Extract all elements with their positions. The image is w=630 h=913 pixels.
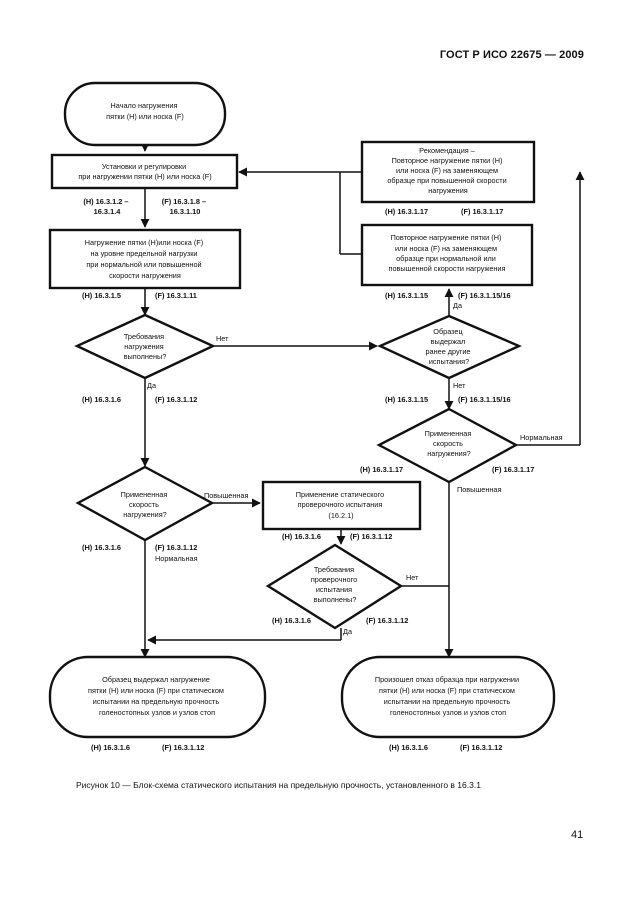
proof-req-ref-f: (F) 16.3.1.12 (366, 616, 408, 625)
fail-terminator (340, 655, 556, 739)
proof-req-decision (265, 543, 404, 630)
withstood-ref-f: (F) 16.3.1.15/16 (458, 395, 511, 404)
speed2-normal-label: Нормальная (520, 433, 563, 442)
speed1-increased-label: Повышенная (204, 491, 248, 500)
recommend-box (360, 140, 536, 204)
figure-caption: Рисунок 10 — Блок-схема статического исп… (76, 780, 481, 790)
req-met-text: Требования нагружения выполнены? (124, 332, 167, 361)
req-ref-h: (H) 16.3.1.6 (82, 395, 121, 404)
speed2-ref-h: (H) 16.3.1.17 (360, 465, 403, 474)
withstood-decision (377, 314, 522, 380)
repeat-box (360, 223, 534, 287)
repeat-ref-f: (F) 16.3.1.15/16 (458, 291, 511, 300)
recommend-text: Рекомендация – Повторное нагружение пятк… (387, 146, 508, 195)
start-terminator (63, 81, 227, 147)
proof-box (261, 480, 422, 531)
proof-req-no-label: Нет (406, 573, 419, 582)
proof-ref-f: (F) 16.3.1.12 (350, 532, 392, 541)
speed2-ref-f: (F) 16.3.1.17 (492, 465, 534, 474)
req-ref-f: (F) 16.3.1.12 (155, 395, 197, 404)
speed1-text: Примененная скорость нагружения? (121, 490, 170, 519)
speed1-ref-f: (F) 16.3.1.12 (155, 543, 197, 552)
start-text: Начало нагружения пятки (H) или носка (F… (106, 101, 184, 121)
pass-text: Образец выдержал нагружение пятки (H) ил… (88, 675, 226, 717)
speed2-text: Примененная скорость нагружения? (425, 429, 474, 458)
withstood-no-label: Нет (453, 381, 466, 390)
speed1-normal-label: Нормальная (155, 554, 198, 563)
pass-ref-h: (H) 16.3.1.6 (91, 743, 130, 752)
load-box (48, 228, 242, 290)
page-number: 41 (571, 829, 584, 841)
req-met-decision (74, 313, 216, 380)
repeat-text: Повторное нагружение пятки (H) или носка… (389, 233, 506, 273)
withstood-yes-label: Да (453, 301, 463, 310)
speed1-decision (75, 465, 215, 542)
proof-req-yes-label: Да (343, 627, 353, 636)
withstood-ref-h: (H) 16.3.1.15 (385, 395, 428, 404)
setup-ref-f: (F) 16.3.1.8 – 16.3.1.10 (162, 197, 208, 216)
recommend-ref-h: (H) 16.3.1.17 (385, 207, 428, 216)
proof-req-text: Требования проверочного испытания выполн… (311, 565, 359, 604)
fail-ref-f: (F) 16.3.1.12 (460, 743, 502, 752)
proof-req-ref-h: (H) 16.3.1.6 (272, 616, 311, 625)
recommend-ref-f: (F) 16.3.1.17 (461, 207, 503, 216)
pass-terminator (48, 655, 267, 739)
proof-text: Применение статического проверочного исп… (296, 490, 386, 520)
setup-box (50, 153, 239, 190)
repeat-ref-h: (H) 16.3.1.15 (385, 291, 428, 300)
speed2-increased-label: Повышенная (457, 485, 501, 494)
withstood-text: Образец выдержал ранее другие испытания? (426, 327, 473, 366)
pass-ref-f: (F) 16.3.1.12 (162, 743, 204, 752)
setup-text: Установки и регулировки при нагружении п… (78, 162, 211, 181)
setup-ref-h: (H) 16.3.1.2 – 16.3.1.4 (83, 197, 130, 216)
req-met-no-label: Нет (216, 334, 229, 343)
proof-ref-h: (H) 16.3.1.6 (282, 532, 321, 541)
connectors (140, 142, 585, 658)
fail-ref-h: (H) 16.3.1.6 (389, 743, 428, 752)
speed2-decision (376, 407, 519, 484)
fail-text: Произошел отказ образца при нагружении п… (375, 675, 521, 717)
req-met-yes-label: Да (147, 381, 157, 390)
load-text: Нагружение пятки (H)или носка (F) на уро… (85, 238, 205, 280)
load-ref-f: (F) 16.3.1.11 (155, 291, 197, 300)
standard-header: ГОСТ Р ИСО 22675 — 2009 (439, 49, 584, 61)
load-ref-h: (H) 16.3.1.5 (82, 291, 121, 300)
speed1-ref-h: (H) 16.3.1.6 (82, 543, 121, 552)
